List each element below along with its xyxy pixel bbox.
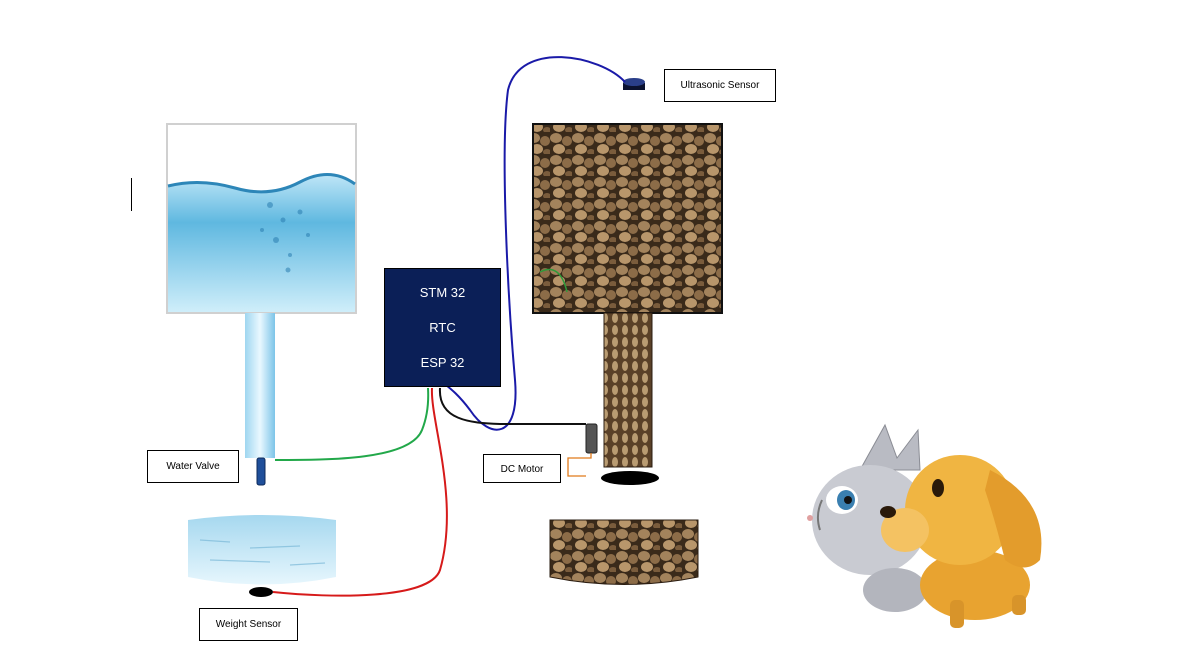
dispenser-disc-icon <box>601 471 659 485</box>
weight-sensor-label: Weight Sensor <box>199 608 298 641</box>
valve-wire <box>274 387 430 461</box>
water-tank-icon <box>166 123 357 314</box>
dc-motor-icon[interactable] <box>585 423 598 454</box>
dc-motor-label: DC Motor <box>483 454 561 483</box>
food-bowl-icon <box>549 519 699 585</box>
controller-line-esp32: ESP 32 <box>420 355 465 370</box>
controller-box: STM 32 RTC ESP 32 <box>384 268 501 387</box>
food-column <box>603 312 653 468</box>
controller-line-rtc: RTC <box>429 320 456 335</box>
ultrasonic-wire <box>439 56 626 431</box>
food-hopper-icon <box>532 123 723 314</box>
water-valve-label: Water Valve <box>147 450 239 483</box>
motor-lead <box>567 453 592 477</box>
ultrasonic-sensor-label: Ultrasonic Sensor <box>664 69 776 102</box>
motor-wire <box>438 387 586 425</box>
weight-sensor-icon[interactable] <box>249 587 273 597</box>
pets-illustration-icon <box>807 423 1042 628</box>
controller-line-stm32: STM 32 <box>419 285 466 300</box>
water-valve-icon[interactable] <box>256 457 266 486</box>
ultrasonic-sensor-icon[interactable] <box>623 78 645 90</box>
water-bowl-icon <box>188 515 336 585</box>
text-cursor <box>131 178 132 211</box>
weight-wire <box>272 387 448 597</box>
water-pipe <box>245 313 275 458</box>
